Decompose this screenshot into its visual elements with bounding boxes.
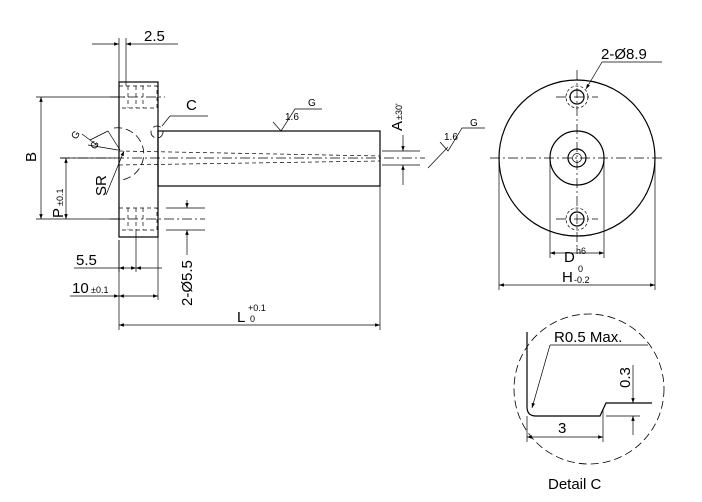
detail-r-text: R0.5 Max.: [554, 329, 622, 346]
dim-b: B: [23, 96, 125, 220]
dim-2-5: 2.5: [92, 28, 178, 86]
dim-h-tol-upper: 0: [578, 264, 583, 274]
dim-l-text: L: [237, 309, 245, 326]
detail-c-view: R0.5 Max. 0.3 3 Detail C: [513, 313, 665, 493]
dim-2-5-text: 2.5: [144, 28, 165, 45]
dim-d-tol: h6: [576, 246, 586, 256]
detail-c-circle: [513, 313, 665, 465]
dim-d: D h6: [549, 160, 605, 266]
side-view: C: [60, 81, 425, 238]
dim-l: L +0.1 0: [118, 186, 381, 330]
dim-5-5-text: 5.5: [76, 252, 97, 269]
front-view: [490, 70, 665, 250]
roughness-flange: G G: [69, 129, 121, 152]
roughness-g1-text: G: [308, 98, 316, 109]
dim-10-tol: ±0.1: [91, 285, 108, 295]
flange-outline: [118, 81, 159, 238]
dim-b-text: B: [23, 152, 40, 162]
dim-p-tol: ±0.1: [55, 189, 65, 206]
dim-d-text: D: [564, 249, 575, 266]
dim-sr-text: SR: [93, 175, 110, 196]
taper-bore-bottom: [118, 160, 381, 166]
detail-c-marker: [150, 125, 164, 139]
dim-g-small-text: G: [69, 129, 83, 142]
dim-a-tol: ±30': [394, 103, 404, 120]
detail-title: Detail C: [548, 476, 602, 493]
dim-5-5: 5.5: [74, 230, 162, 272]
spherical-seat: [113, 127, 145, 181]
dim-2-dia-8-9: 2-Ø8.9: [585, 46, 662, 90]
dim-2-dia-8-9-text: 2-Ø8.9: [601, 46, 647, 63]
dim-p-text: P: [50, 208, 67, 218]
roughness-2-text: 1.6: [444, 132, 458, 143]
detail-0-3-text: 0.3: [617, 367, 634, 388]
shaft-outline: [157, 130, 381, 187]
roughness-shaft: 1.6 G: [272, 98, 322, 132]
dim-h-text: H: [562, 269, 573, 286]
dim-h: H 0 -0.2: [498, 158, 656, 290]
dim-h-tol-lower: -0.2: [574, 275, 590, 285]
dim-l-tol-upper: +0.1: [248, 303, 266, 313]
dim-a: A ±30': [382, 103, 420, 185]
svg-text:G: G: [88, 139, 102, 152]
dim-10: 10 ±0.1: [70, 237, 159, 300]
dim-l-tol-lower: 0: [250, 314, 255, 324]
dim-2-dia-5-5: 2-Ø5.5: [166, 200, 205, 306]
dim-sr: SR: [93, 150, 125, 196]
dim-a-text: A: [389, 121, 406, 131]
dim-2-dia-5-5-text: 2-Ø5.5: [179, 260, 196, 306]
taper-bore-top: [118, 150, 381, 157]
dim-10-text: 10: [72, 280, 89, 297]
label-c: C: [186, 97, 197, 114]
roughness-bore: 1.6 G: [427, 118, 485, 169]
roughness-g2-text: G: [470, 118, 478, 129]
detail-c-profile: [526, 332, 652, 417]
detail-3-text: 3: [558, 420, 566, 437]
roughness-1-text: 1.6: [285, 112, 299, 123]
dim-p: P ±0.1: [50, 157, 115, 219]
